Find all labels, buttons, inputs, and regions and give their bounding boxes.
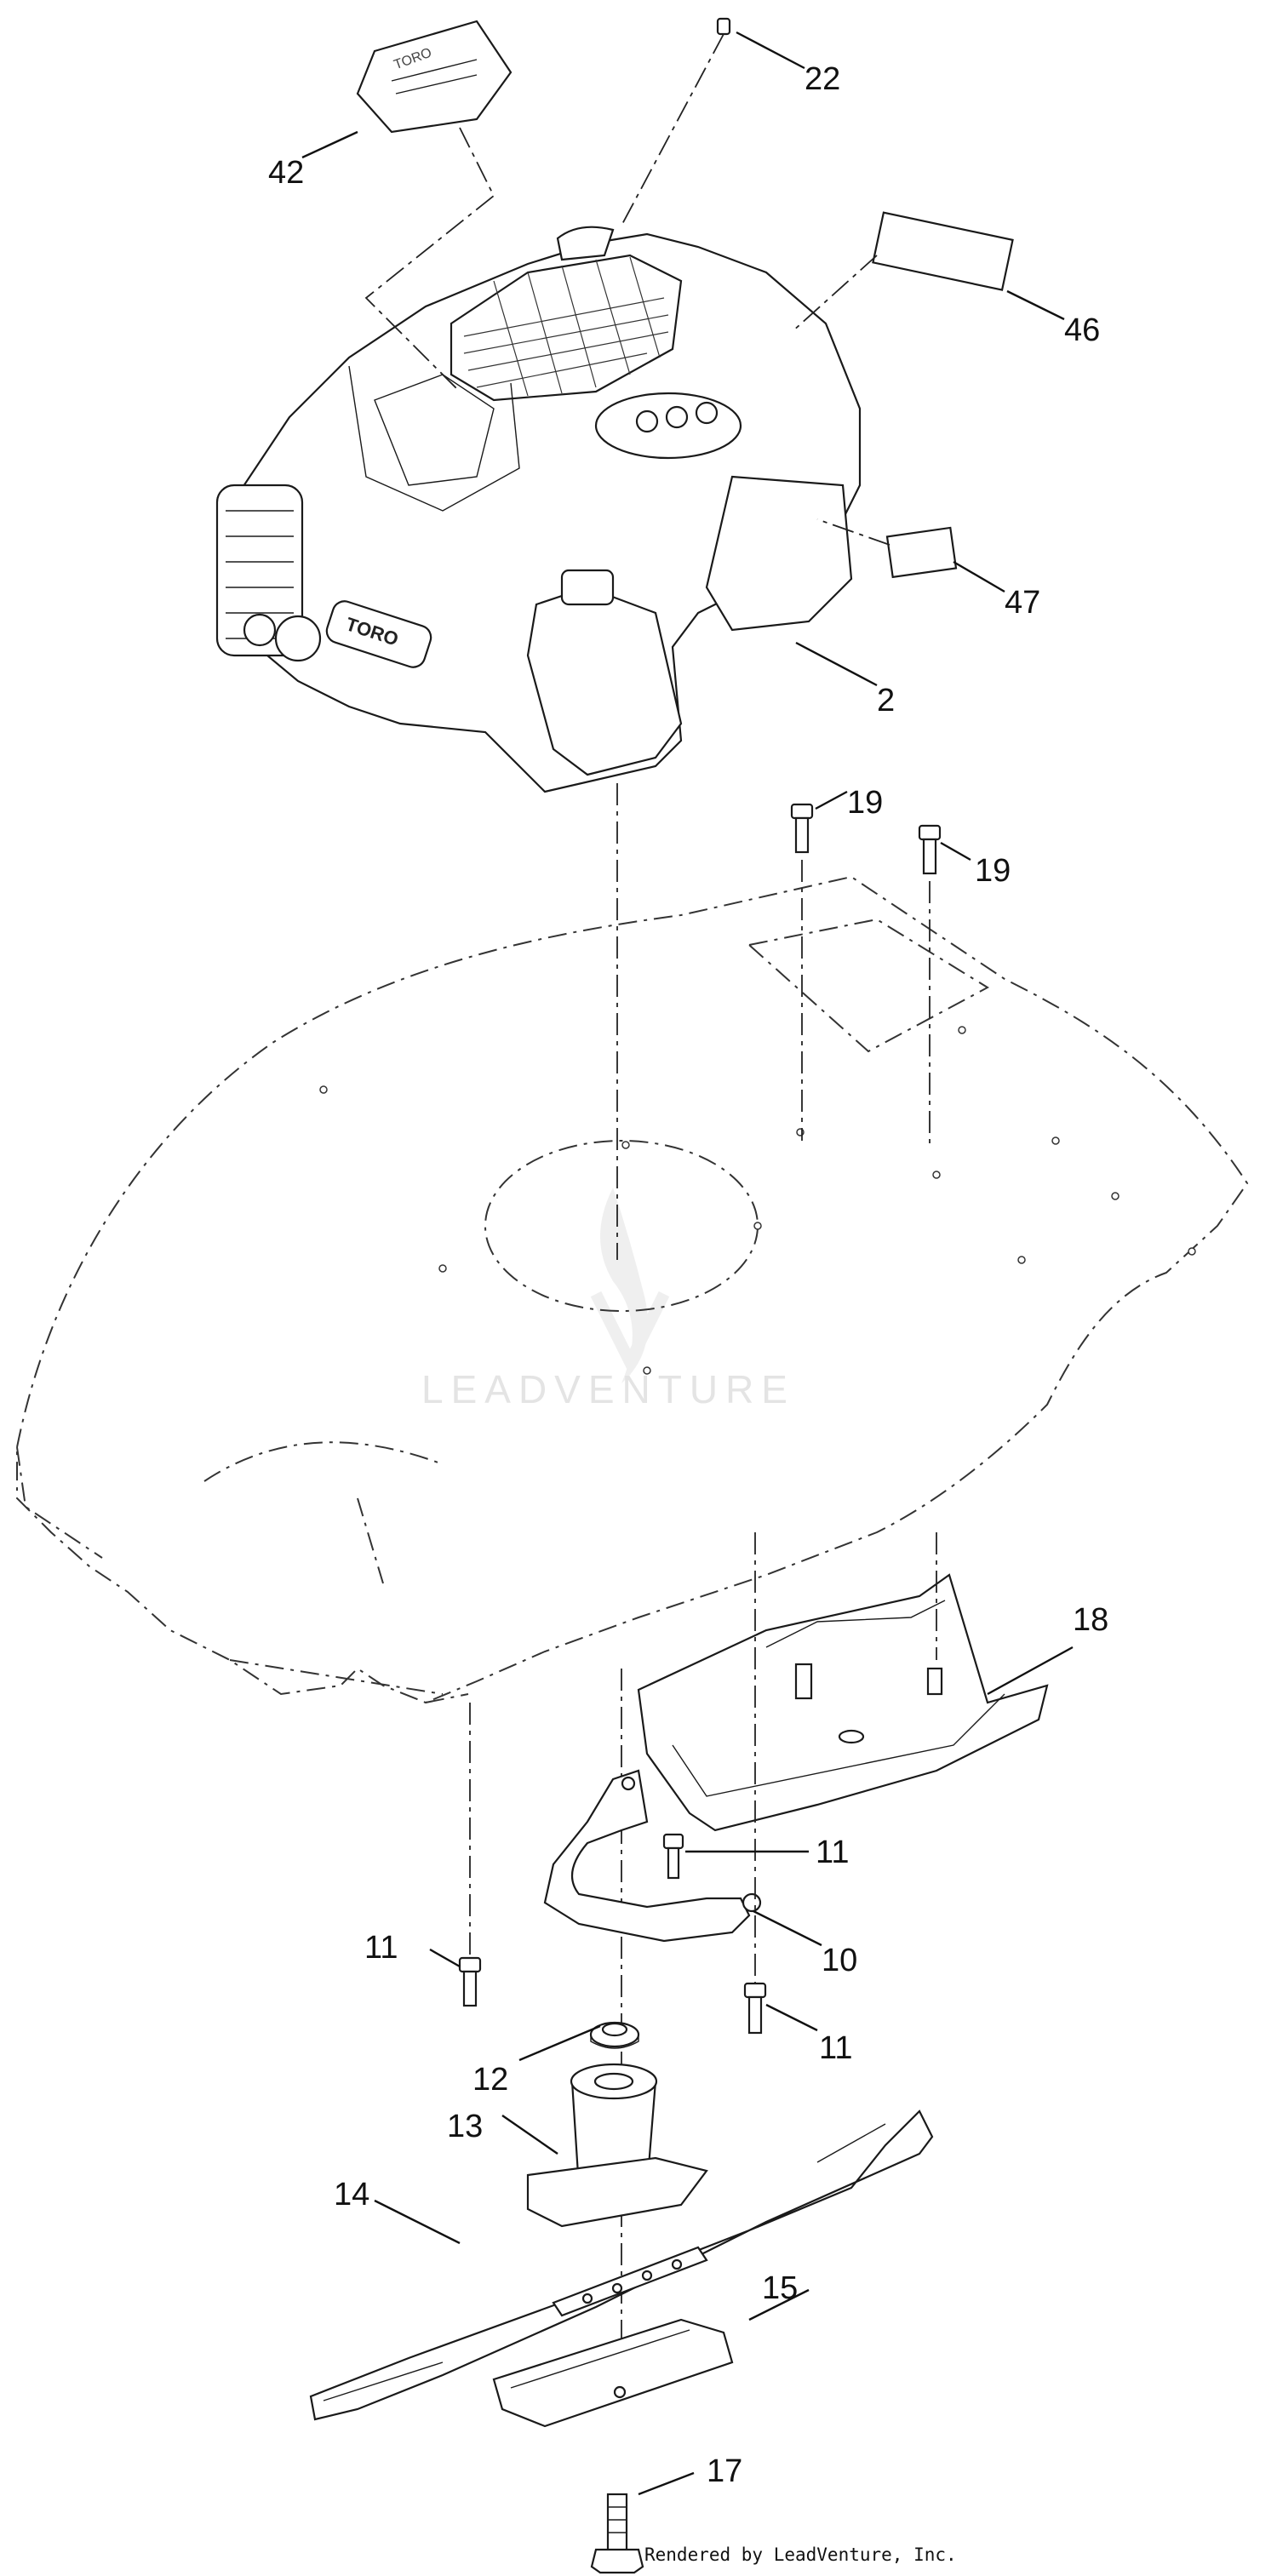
bolt-11-right: [743, 1982, 767, 2035]
callout-13: 13: [447, 2109, 483, 2144]
callout-47: 47: [1005, 585, 1040, 621]
callout-11-left: 11: [364, 1930, 398, 1966]
callout-11-upper: 11: [816, 1835, 849, 1870]
watermark-text: LEADVENTURE: [421, 1367, 795, 1411]
bolt-11-upper: [662, 1833, 684, 1880]
bolt-17: [590, 2493, 644, 2574]
watermark-logo: [590, 1188, 670, 1383]
bracket-10: [543, 1769, 762, 1943]
callout-22: 22: [805, 61, 840, 97]
plug-22: [716, 17, 731, 36]
mower-deck-outline: [16, 875, 1249, 1704]
engine: TORO: [215, 226, 862, 793]
leader-lines: [301, 31, 1074, 2496]
callout-15: 15: [762, 2270, 798, 2306]
callout-2: 2: [877, 683, 895, 718]
callout-14: 14: [334, 2177, 369, 2212]
adapter-13: [526, 2063, 708, 2228]
bolt-19-right: [918, 824, 942, 875]
callout-46: 46: [1064, 312, 1100, 348]
callout-10: 10: [822, 1943, 857, 1978]
callout-18: 18: [1073, 1602, 1108, 1638]
callout-17: 17: [707, 2453, 742, 2489]
rendered-by-credit: Rendered by LeadVenture, Inc.: [644, 2545, 957, 2565]
label-46: [872, 211, 1014, 291]
callout-11-right: 11: [819, 2030, 852, 2066]
callout-19-right: 19: [975, 853, 1011, 889]
stiffener-15: [492, 2318, 734, 2428]
bolt-11-left: [458, 1956, 482, 2007]
bolt-19-left: [790, 803, 814, 854]
callout-12: 12: [472, 2062, 508, 2098]
decal-hex-42: TORO: [356, 20, 513, 134]
washer-12: [589, 2021, 640, 2049]
blade-14: [309, 2109, 934, 2421]
label-47: [885, 526, 958, 579]
baffle-18: [637, 1573, 1049, 1832]
callout-42: 42: [268, 155, 304, 191]
callout-19-left: 19: [847, 785, 883, 821]
